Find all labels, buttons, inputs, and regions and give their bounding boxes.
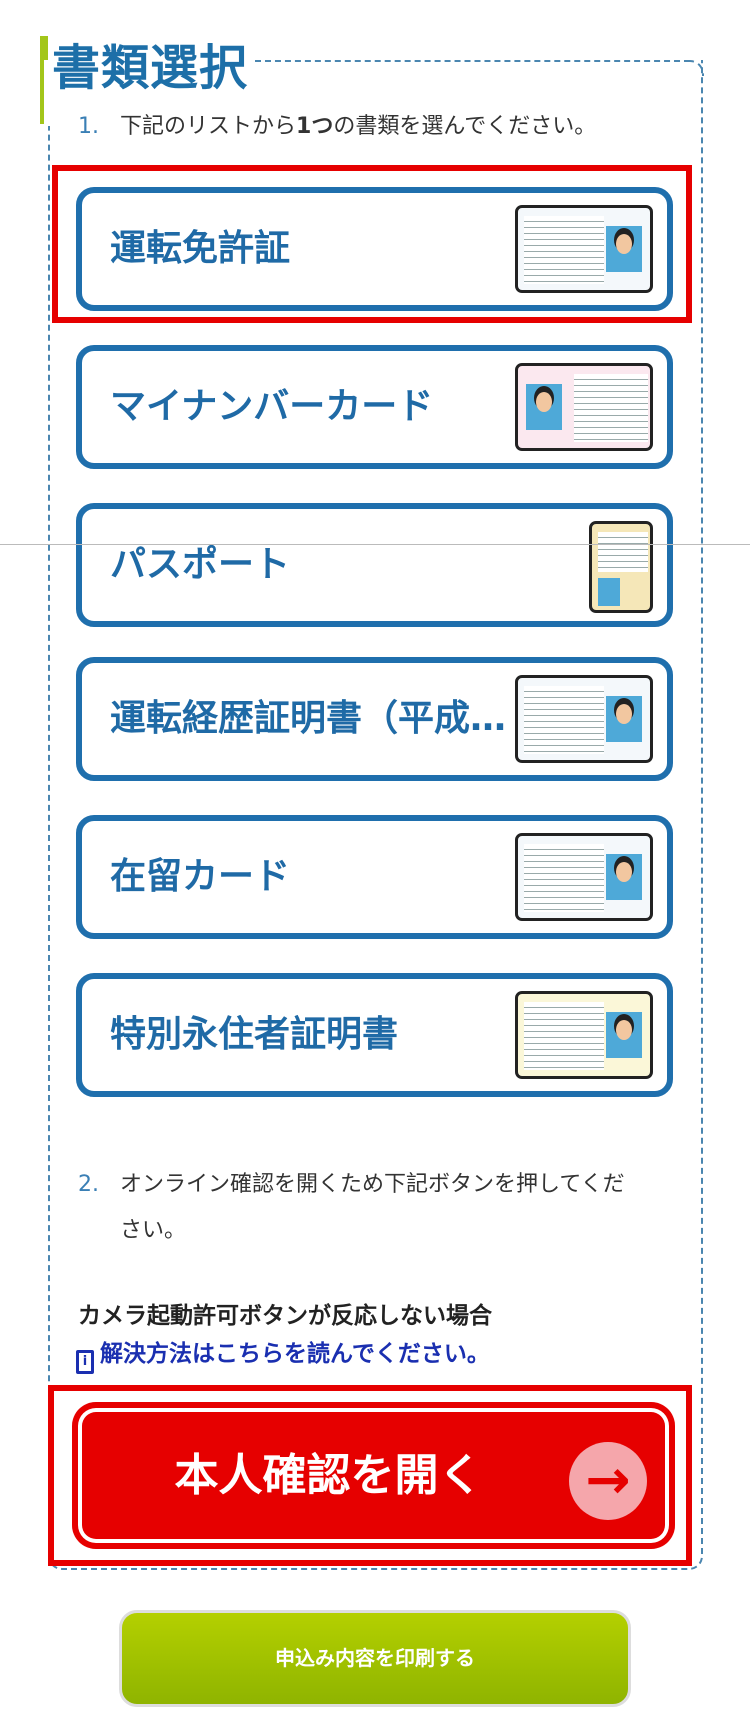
document-option-driving-history-certificate[interactable]: 運転経歴証明書（平成…	[76, 657, 673, 781]
drivers-license-card-icon	[515, 205, 653, 293]
document-option-passport[interactable]: パスポート	[76, 503, 673, 627]
special-permanent-resident-card-icon	[515, 991, 653, 1079]
option-label: 運転経歴証明書（平成…	[110, 698, 507, 739]
open-identity-verification-button[interactable]: 本人確認を開く →	[72, 1402, 675, 1549]
page-title: 書類選択	[52, 40, 249, 96]
step-1-instruction: 1. 下記のリストから1つの書類を選んでください。	[78, 104, 596, 150]
frame-gap	[44, 60, 52, 126]
option-label: 運転免許証	[110, 228, 291, 269]
frame-top-border	[255, 60, 690, 62]
step-text: 下記のリストから	[120, 114, 297, 139]
option-label: 在留カード	[110, 856, 291, 897]
step-text-bold: 1つ	[296, 114, 334, 139]
document-option-my-number-card[interactable]: マイナンバーカード	[76, 345, 673, 469]
step-text: さい。	[120, 1218, 187, 1243]
step-number: 1.	[78, 114, 99, 139]
button-label: 本人確認を開く	[174, 1450, 483, 1501]
info-book-icon: i	[76, 1350, 94, 1374]
print-application-button[interactable]: 申込み内容を印刷する	[119, 1610, 631, 1707]
option-label: 特別永住者証明書	[110, 1014, 399, 1055]
step-text: オンライン確認を開くため下記ボタンを押してくだ	[120, 1172, 625, 1197]
step-text: の書類を選んでください。	[333, 114, 597, 139]
option-label: パスポート	[110, 544, 291, 585]
step-number: 2.	[78, 1172, 99, 1197]
document-option-drivers-license[interactable]: 運転免許証	[76, 187, 673, 311]
driving-history-certificate-icon	[515, 675, 653, 763]
arrow-right-icon: →	[569, 1442, 647, 1520]
divider	[0, 544, 750, 545]
option-label: マイナンバーカード	[110, 386, 434, 427]
step-2-instruction: 2. オンライン確認を開くため下記ボタンを押してくだ さい。	[78, 1162, 625, 1254]
my-number-card-icon	[515, 363, 653, 451]
button-highlight	[48, 1385, 692, 1566]
passport-icon	[589, 521, 653, 613]
frame-corner	[688, 60, 704, 76]
help-link-text: 解決方法はこちらを読んでください。	[100, 1341, 490, 1367]
selection-highlight	[52, 165, 692, 323]
document-option-special-permanent-resident[interactable]: 特別永住者証明書	[76, 973, 673, 1097]
document-section-frame	[48, 60, 703, 1570]
camera-note: カメラ起動許可ボタンが反応しない場合	[78, 1303, 492, 1329]
residence-card-icon	[515, 833, 653, 921]
document-option-residence-card[interactable]: 在留カード	[76, 815, 673, 939]
